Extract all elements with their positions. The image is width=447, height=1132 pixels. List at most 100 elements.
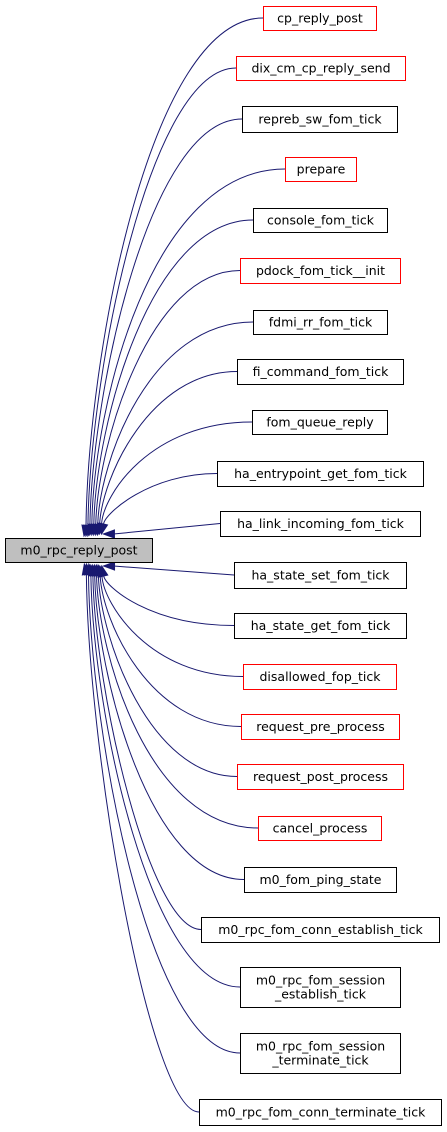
caller-node-ha-state-set-fom-tick[interactable]: ha_state_set_fom_tick xyxy=(234,562,407,589)
node-label: prepare xyxy=(297,162,346,177)
node-label: _establish_tick xyxy=(274,987,367,1002)
caller-node-m0-rpc-fom-session-terminate-tick[interactable]: m0_rpc_fom_session_terminate_tick xyxy=(240,1033,401,1074)
node-box xyxy=(240,1033,401,1074)
caller-node-console-fom-tick[interactable]: console_fom_tick xyxy=(253,208,388,233)
call-edge-fom_queue_reply xyxy=(101,421,253,525)
node-box xyxy=(217,461,424,487)
node-label: cp_reply_post xyxy=(277,11,363,26)
nodes-layer: cp_reply_post dix_cm_cp_reply_send repreb_… xyxy=(5,6,442,1126)
call-edge-m0_rpc_fom_session_establish_tick xyxy=(90,573,241,988)
node-box xyxy=(201,917,440,943)
node-box xyxy=(241,714,400,740)
node-box xyxy=(240,258,401,284)
caller-node-prepare[interactable]: prepare xyxy=(285,157,357,182)
caller-node-repreb-sw-fom-tick[interactable]: repreb_sw_fom_tick xyxy=(242,106,398,133)
node-label: ha_state_get_fom_tick xyxy=(251,618,391,633)
call-edge-fdmi_rr_fom_tick xyxy=(97,321,254,526)
caller-node-fom-queue-reply[interactable]: fom_queue_reply xyxy=(252,410,388,435)
caller-node-cp-reply-post[interactable]: cp_reply_post xyxy=(263,6,377,31)
call-edge-ha_state_get_fom_tick xyxy=(103,575,235,626)
call-edge-repreb_sw_fom_tick xyxy=(89,118,243,527)
call-edge-dix_cm_cp_reply_send xyxy=(87,67,237,527)
call-edge-ha_entrypoint_get_fom_tick xyxy=(103,473,218,525)
node-box xyxy=(199,1099,442,1126)
caller-node-m0-fom-ping-state[interactable]: m0_fom_ping_state xyxy=(244,867,397,893)
call-edge-cp_reply_post xyxy=(85,17,264,527)
edges-layer xyxy=(81,17,286,1113)
node-label: m0_fom_ping_state xyxy=(259,872,381,887)
caller-node-fi-command-fom-tick[interactable]: fi_command_fom_tick xyxy=(237,359,404,385)
node-box xyxy=(263,6,377,31)
node-box xyxy=(258,816,382,841)
call-edge-request_post_process xyxy=(97,574,238,777)
node-label: ha_link_incoming_fom_tick xyxy=(237,516,405,531)
call-edge-request_pre_process xyxy=(99,574,242,727)
call-edge-console_fom_tick xyxy=(93,219,254,526)
node-box xyxy=(5,538,153,563)
node-box xyxy=(236,56,406,81)
call-edge-prepare xyxy=(91,168,286,526)
caller-node-m0-rpc-fom-session-establish-tick[interactable]: m0_rpc_fom_session_establish_tick xyxy=(240,967,401,1008)
node-label: pdock_fom_tick__init xyxy=(256,263,385,278)
arrowhead-icon xyxy=(81,562,92,576)
call-edge-ha_link_incoming_fom_tick xyxy=(113,523,221,535)
node-box xyxy=(244,867,397,893)
caller-node-ha-entrypoint-get-fom-tick[interactable]: ha_entrypoint_get_fom_tick xyxy=(217,461,424,487)
node-label: m0_rpc_fom_session xyxy=(256,1039,385,1054)
caller-node-cancel-process[interactable]: cancel_process xyxy=(258,816,382,841)
node-label: request_pre_process xyxy=(256,719,385,734)
node-label: m0_rpc_reply_post xyxy=(20,543,137,558)
node-label: m0_rpc_fom_conn_terminate_tick xyxy=(216,1105,426,1120)
caller-node-dix-cm-cp-reply-send[interactable]: dix_cm_cp_reply_send xyxy=(236,56,406,81)
caller-node-m0-rpc-fom-conn-establish-tick[interactable]: m0_rpc_fom_conn_establish_tick xyxy=(201,917,440,943)
call-edge-ha_state_set_fom_tick xyxy=(113,565,235,576)
caller-node-fdmi-rr-fom-tick[interactable]: fdmi_rr_fom_tick xyxy=(253,310,388,335)
node-box xyxy=(237,359,404,385)
node-label: fdmi_rr_fom_tick xyxy=(269,315,373,330)
call-edge-m0_fom_ping_state xyxy=(94,574,245,880)
caller-node-pdock-fom-tick--init[interactable]: pdock_fom_tick__init xyxy=(240,258,401,284)
node-box xyxy=(237,764,404,790)
node-label: request_post_process xyxy=(253,769,388,784)
arrowhead-icon xyxy=(101,529,115,539)
node-label: disallowed_fop_tick xyxy=(260,669,382,684)
call-edge-disallowed_fop_tick xyxy=(101,575,244,677)
call-edge-m0_rpc_fom_conn_establish_tick xyxy=(92,574,202,930)
node-box xyxy=(242,106,398,133)
node-label: fom_queue_reply xyxy=(266,415,374,430)
call-edge-cancel_process xyxy=(96,574,259,829)
node-label: ha_entrypoint_get_fom_tick xyxy=(234,466,408,481)
node-box xyxy=(234,613,407,639)
node-label: m0_rpc_fom_conn_establish_tick xyxy=(218,922,423,937)
call-edge-m0_rpc_fom_session_terminate_tick xyxy=(87,573,241,1054)
caller-node-ha-state-get-fom-tick[interactable]: ha_state_get_fom_tick xyxy=(234,613,407,639)
node-box xyxy=(285,157,357,182)
node-box xyxy=(253,310,388,335)
node-label: dix_cm_cp_reply_send xyxy=(251,61,390,76)
node-box xyxy=(253,208,388,233)
center-node-m0-rpc-reply-post[interactable]: m0_rpc_reply_post xyxy=(5,538,153,563)
node-box xyxy=(234,562,407,589)
node-label: fi_command_fom_tick xyxy=(253,364,389,379)
call-edge-m0_rpc_fom_conn_terminate_tick xyxy=(85,573,200,1113)
caller-node-disallowed-fop-tick[interactable]: disallowed_fop_tick xyxy=(243,664,397,690)
call-edge-pdock_fom_tick__init xyxy=(95,270,241,526)
node-box xyxy=(220,511,421,537)
call-edge-fi_command_fom_tick xyxy=(99,371,238,526)
node-label: ha_state_set_fom_tick xyxy=(251,568,390,583)
node-label: console_fom_tick xyxy=(267,213,375,228)
arrowhead-icon xyxy=(98,522,109,536)
node-label: cancel_process xyxy=(273,821,368,836)
node-box xyxy=(252,410,388,435)
caller-node-request-post-process[interactable]: request_post_process xyxy=(237,764,404,790)
node-label: _terminate_tick xyxy=(271,1053,369,1068)
node-label: repreb_sw_fom_tick xyxy=(258,112,382,127)
node-label: m0_rpc_fom_session xyxy=(256,973,385,988)
arrowhead-icon xyxy=(102,561,116,571)
caller-node-request-pre-process[interactable]: request_pre_process xyxy=(241,714,400,740)
node-box xyxy=(243,664,397,690)
caller-node-ha-link-incoming-fom-tick[interactable]: ha_link_incoming_fom_tick xyxy=(220,511,421,537)
caller-node-m0-rpc-fom-conn-terminate-tick[interactable]: m0_rpc_fom_conn_terminate_tick xyxy=(199,1099,442,1126)
node-box xyxy=(240,967,401,1008)
